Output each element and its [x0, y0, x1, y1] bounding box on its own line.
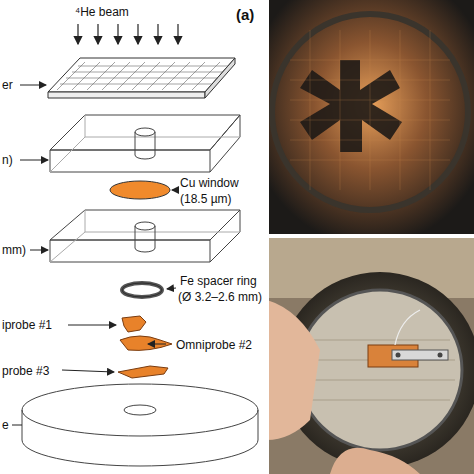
part-label: Omniprobe #2 [176, 338, 252, 352]
part-label: probe #3 [2, 364, 49, 378]
part-label: er [2, 78, 13, 92]
part-label: n) [2, 153, 13, 167]
part-label: e [2, 418, 9, 432]
part-label: Fe spacer ring [180, 274, 257, 288]
part-label: Cu window [180, 176, 239, 190]
beam-label: ⁴He beam [75, 5, 129, 19]
panel-letter: (a) [236, 6, 254, 23]
part-label: iprobe #1 [2, 318, 52, 332]
dimension-label: (Ø 3.2–2.6 mm) [178, 290, 262, 304]
dimension-label: (18.5 µm) [180, 192, 232, 206]
dimension-label: mm) [2, 243, 26, 257]
